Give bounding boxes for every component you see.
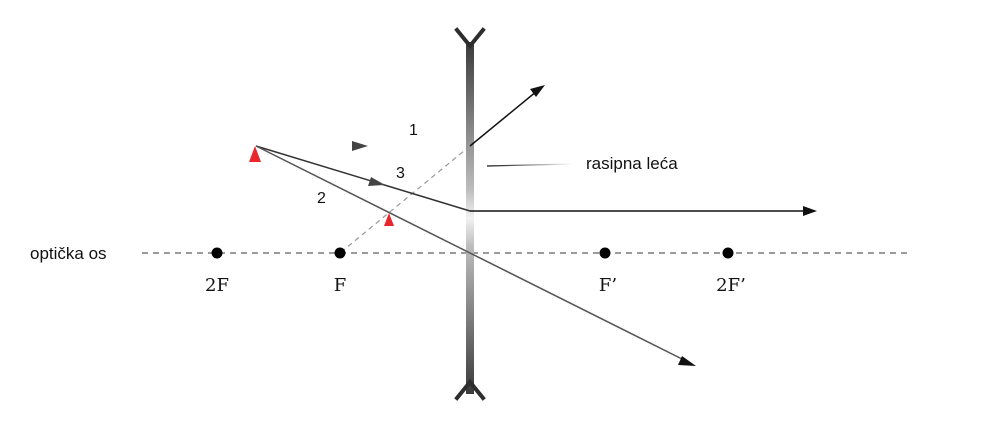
image-arrow-head (384, 213, 394, 226)
ray1-label: 1 (409, 122, 418, 139)
object-arrow-head (249, 146, 261, 162)
lens-label: rasipna leća (586, 154, 678, 173)
label-2F: 2F (205, 275, 229, 296)
lens-bottom-v-icon (454, 378, 486, 401)
ray2 (255, 145, 689, 363)
diverging-lens (466, 42, 474, 394)
ray2-label: 2 (317, 190, 326, 207)
focal-point-2F (211, 247, 223, 259)
focal-point-F-prime (599, 247, 611, 259)
ray1-arrowhead (352, 141, 368, 151)
ray1-virtual-extension (339, 145, 471, 254)
label-F-prime: F’ (599, 275, 617, 296)
ray3-refracted-arrowhead (803, 206, 817, 216)
label-2F-prime: 2F’ (716, 275, 746, 296)
label-F: F (334, 275, 347, 296)
focal-point-2F-prime (722, 247, 734, 259)
lens-label-pointer (486, 163, 573, 167)
ray2-arrowhead (678, 356, 696, 366)
axis-label: optička os (30, 244, 107, 263)
ray1-refracted (469, 90, 538, 147)
ray3-label: 3 (396, 165, 405, 182)
ray3-incident (255, 145, 471, 212)
focal-point-F (334, 247, 346, 259)
ray3-arrowhead (368, 177, 385, 186)
ray1-refracted-arrowhead (530, 85, 545, 97)
lens-top-v-icon (454, 27, 486, 50)
